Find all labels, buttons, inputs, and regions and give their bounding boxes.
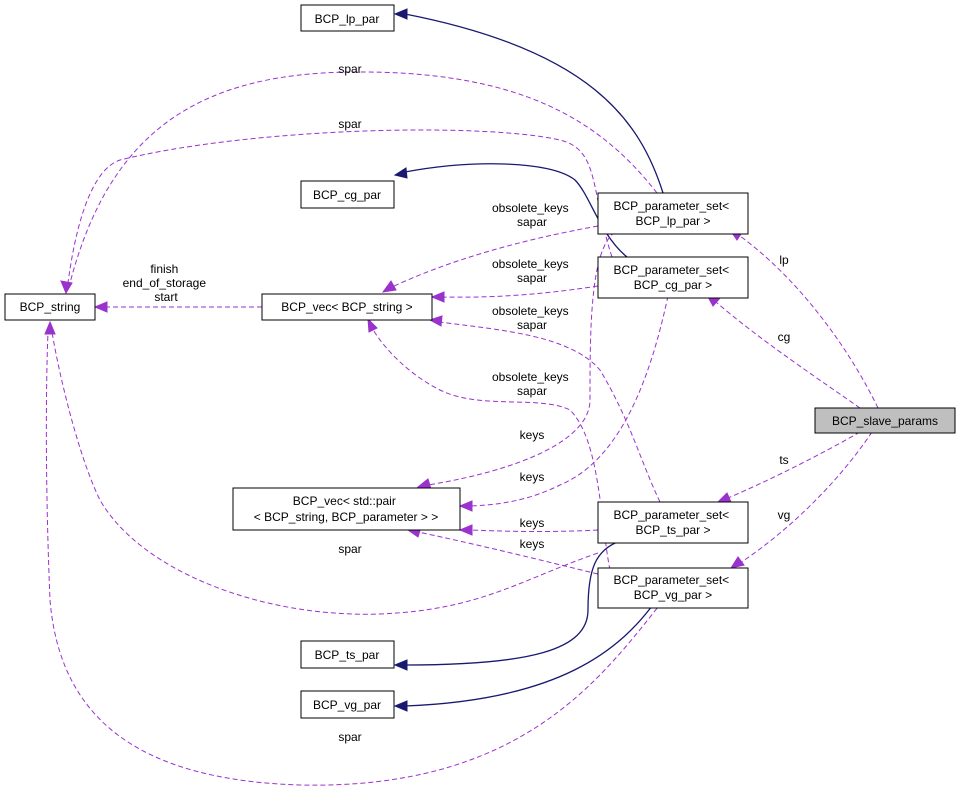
edge-spar-cg xyxy=(67,129,613,284)
svg-text:BCP_ts_par: BCP_ts_par xyxy=(315,648,380,662)
edge-ok-cg xyxy=(441,285,599,298)
node-bcp-cg-par[interactable]: BCP_cg_par xyxy=(300,180,395,209)
edge-slave-cg xyxy=(715,301,861,409)
edge-spar-ts xyxy=(51,331,599,615)
label-keys-4: keys xyxy=(520,537,545,551)
arrowhead-set-ts xyxy=(716,492,732,503)
arrowhead-vecpair-2 xyxy=(458,500,473,512)
edge-labels: spar spar finish end_of_storage start ob… xyxy=(123,62,791,744)
svg-text:BCP_vec< std::pair < B: BCP_vec< std::pair < BCP_string, BCP_par… xyxy=(254,494,438,524)
node-bcp-string[interactable]: BCP_string xyxy=(4,293,96,321)
label-obsolete-keys-lp: obsolete_keys sapar xyxy=(492,201,572,229)
svg-text:BCP_cg_par: BCP_cg_par xyxy=(313,188,381,202)
node-parameter-set-lp[interactable]: BCP_parameter_set< BCP_lp_par > xyxy=(597,192,749,235)
edge-spar-lp xyxy=(69,71,658,284)
edge-slave-vg xyxy=(739,431,873,564)
label-obsolete-keys-vg: obsolete_keys sapar xyxy=(492,370,572,398)
edge-ok-ts xyxy=(439,321,661,503)
svg-text:BCP_slave_params: BCP_slave_params xyxy=(832,414,938,428)
svg-text:BCP_parameter_set< BCP: BCP_parameter_set< BCP_ts_par > xyxy=(613,508,732,537)
edge-ok-vg xyxy=(371,327,611,571)
arrowhead-lp-par xyxy=(393,8,408,20)
svg-text:BCP_parameter_set< BCP: BCP_parameter_set< BCP_lp_par > xyxy=(613,199,732,228)
node-bcp-vg-par[interactable]: BCP_vg_par xyxy=(300,690,395,719)
arrowhead-string-bottom xyxy=(44,320,56,335)
edge-slave-ts xyxy=(727,431,861,499)
arrowhead-vg-par xyxy=(393,700,408,712)
label-lp: lp xyxy=(779,253,789,267)
label-ts: ts xyxy=(779,453,788,467)
arrowhead-vecstr-vg xyxy=(367,317,378,333)
label-spar-bottom: spar xyxy=(338,730,361,744)
label-spar-top1: spar xyxy=(338,62,361,76)
edge-keys-ts xyxy=(469,529,599,532)
label-keys-2: keys xyxy=(520,470,545,484)
node-bcp-ts-par[interactable]: BCP_ts_par xyxy=(300,640,395,669)
arrowhead-set-vg xyxy=(729,556,745,569)
svg-text:BCP_vg_par: BCP_vg_par xyxy=(313,698,381,712)
svg-text:BCP_parameter_set< BCP: BCP_parameter_set< BCP_vg_par > xyxy=(613,573,732,602)
arrowhead-vecpair-3 xyxy=(458,524,473,536)
label-spar-top2: spar xyxy=(338,117,361,131)
arrowhead-cg-par xyxy=(393,167,408,179)
node-parameter-set-vg[interactable]: BCP_parameter_set< BCP_vg_par > xyxy=(597,567,749,609)
edge-slave-lp xyxy=(739,235,879,409)
node-bcp-vec-string[interactable]: BCP_vec< BCP_string > xyxy=(261,293,433,321)
edge-keys-cg xyxy=(469,295,669,507)
arrowhead-string-top xyxy=(60,280,73,295)
label-finish-end-start: finish end_of_storage start xyxy=(123,262,210,304)
arrowhead-string-right xyxy=(93,301,108,313)
node-parameter-set-cg[interactable]: BCP_parameter_set< BCP_cg_par > xyxy=(597,256,749,299)
arrowhead-vecstr-cg xyxy=(430,291,445,303)
nodes: BCP_lp_par BCP_cg_par BCP_string BCP_vec… xyxy=(4,4,956,719)
edge-keys-lp xyxy=(427,231,616,486)
label-obsolete-keys-ts: obsolete_keys sapar xyxy=(492,304,572,332)
edge-set-lp-to-lp-par xyxy=(404,13,664,194)
arrowhead-vecstr-ts xyxy=(428,315,443,327)
edge-spar-vg xyxy=(45,331,663,786)
node-parameter-set-ts[interactable]: BCP_parameter_set< BCP_ts_par > xyxy=(597,501,749,544)
member-edges xyxy=(44,71,879,786)
label-vg: vg xyxy=(778,508,791,522)
edge-set-vg-to-vg-par xyxy=(404,601,656,707)
label-keys-1: keys xyxy=(520,428,545,442)
svg-text:BCP_string: BCP_string xyxy=(20,300,81,314)
node-bcp-vec-pair[interactable]: BCP_vec< std::pair < BCP_string, BCP_par… xyxy=(232,487,461,531)
edge-set-ts-to-ts-par xyxy=(404,540,621,666)
svg-text:BCP_parameter_set< BCP: BCP_parameter_set< BCP_cg_par > xyxy=(613,263,732,292)
edge-keys-vg xyxy=(417,531,599,575)
arrowhead-ts-par xyxy=(393,659,408,671)
arrowhead-vecstr-lp xyxy=(381,280,397,293)
label-obsolete-keys-cg: obsolete_keys sapar xyxy=(492,257,572,285)
label-keys-3: keys xyxy=(520,516,545,530)
label-cg: cg xyxy=(778,330,791,344)
label-spar-mid: spar xyxy=(338,542,361,556)
node-bcp-lp-par[interactable]: BCP_lp_par xyxy=(300,4,395,32)
svg-text:BCP_vec< BCP_string >: BCP_vec< BCP_string > xyxy=(281,300,412,314)
svg-text:BCP_lp_par: BCP_lp_par xyxy=(315,12,380,26)
node-bcp-slave-params[interactable]: BCP_slave_params xyxy=(814,407,956,434)
edge-ok-lp xyxy=(391,225,599,288)
